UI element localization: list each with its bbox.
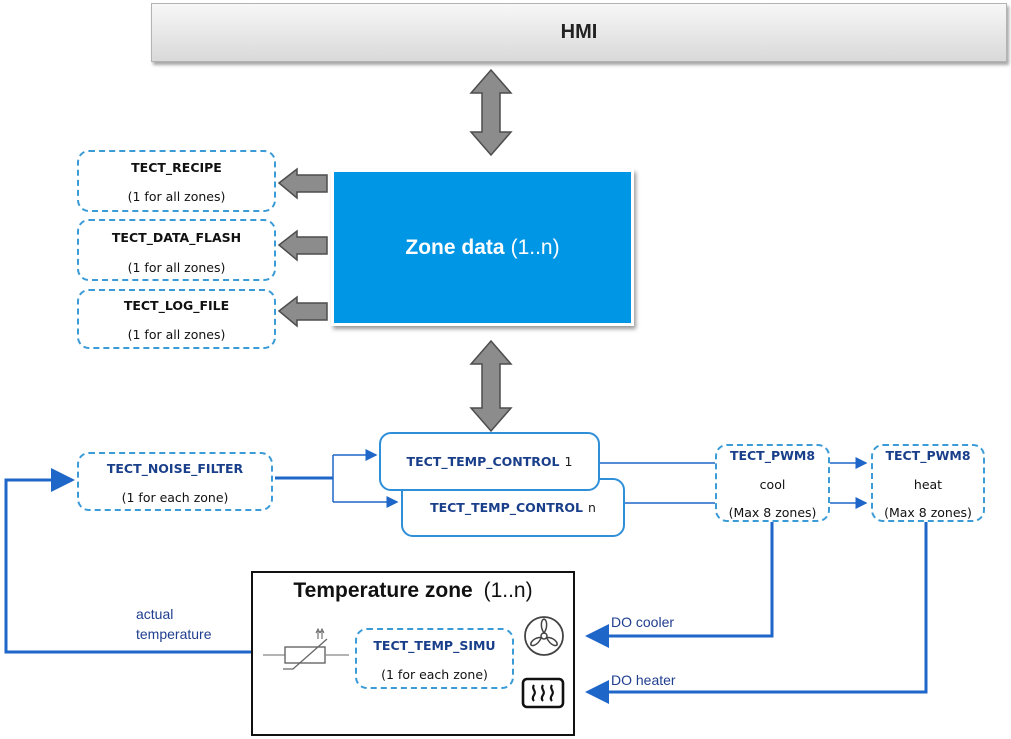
zone-data-control-double-arrow	[469, 339, 513, 433]
temp-control-1-index: 1	[564, 454, 573, 469]
arrow-to-data-flash	[277, 229, 328, 262]
pwm-cool-name: TECT_PWM8	[729, 448, 816, 463]
module-recipe-name: TECT_RECIPE	[131, 160, 222, 175]
pwm-heat-mode: heat	[913, 477, 943, 492]
module-temp-simu: TECT_TEMP_SIMU (1 for each zone)	[355, 628, 514, 689]
actual-temperature-label: actual temperature	[136, 604, 211, 644]
do-cooler-line	[585, 522, 774, 648]
zone-data-title: Zone data	[405, 235, 505, 259]
hmi-label: HMI	[560, 21, 598, 43]
arrow-to-log-file	[277, 295, 328, 328]
temp-control-1-name: TECT_TEMP_CONTROL	[406, 454, 560, 469]
heater-icon	[521, 677, 565, 709]
module-log-file: TECT_LOG_FILE (1 for all zones)	[77, 289, 276, 349]
zone-data-block: Zone data (1..n)	[331, 169, 634, 326]
module-recipe-scope: (1 for all zones)	[127, 189, 226, 204]
do-heater-label: DO heater	[611, 672, 676, 688]
module-log-file-name: TECT_LOG_FILE	[123, 298, 230, 313]
temp-control-1-box: TECT_TEMP_CONTROL 1	[379, 432, 600, 491]
module-data-flash-scope: (1 for all zones)	[127, 260, 226, 275]
filter-to-control-lines	[275, 449, 399, 508]
fan-icon	[524, 616, 564, 656]
module-pwm-heat: TECT_PWM8 heat (Max 8 zones)	[871, 444, 985, 522]
zone-data-range: (1..n)	[510, 235, 560, 259]
actual-temperature-line1: actual	[136, 606, 174, 622]
temperature-zone-title: Temperature zone (1..n)	[253, 579, 573, 603]
temperature-zone-range: (1..n)	[483, 579, 533, 602]
temp-control-n-name: TECT_TEMP_CONTROL	[430, 500, 583, 515]
hmi-bar: HMI	[151, 3, 1007, 62]
module-pwm-cool: TECT_PWM8 cool (Max 8 zones)	[715, 444, 830, 522]
module-recipe: TECT_RECIPE (1 for all zones)	[77, 150, 276, 212]
pwm-cool-mode: cool	[759, 477, 786, 492]
module-log-file-scope: (1 for all zones)	[127, 327, 226, 342]
actual-temperature-line	[4, 468, 251, 654]
thermistor-icon	[263, 627, 349, 670]
arrow-to-recipe	[277, 167, 328, 200]
noise-filter-name: TECT_NOISE_FILTER	[106, 461, 244, 476]
do-cooler-label: DO cooler	[611, 614, 675, 630]
pwm-heat-name: TECT_PWM8	[885, 448, 971, 463]
module-data-flash-name: TECT_DATA_FLASH	[111, 230, 242, 245]
actual-temperature-line2: temperature	[136, 626, 212, 642]
temp-simu-scope: (1 for each zone)	[381, 667, 488, 682]
temp-simu-name: TECT_TEMP_SIMU	[373, 638, 496, 653]
do-heater-line	[585, 522, 928, 704]
temperature-zone-title-bold: Temperature zone	[293, 579, 473, 602]
hmi-zone-data-double-arrow	[469, 68, 513, 157]
control-to-pwm-lines	[600, 457, 868, 509]
module-data-flash: TECT_DATA_FLASH (1 for all zones)	[77, 219, 276, 281]
temp-control-n-index: n	[588, 500, 596, 515]
module-noise-filter: TECT_NOISE_FILTER (1 for each zone)	[77, 452, 273, 511]
pwm-heat-scope: (Max 8 zones)	[884, 505, 972, 520]
pwm-cool-scope: (Max 8 zones)	[728, 505, 817, 520]
noise-filter-scope: (1 for each zone)	[121, 490, 229, 505]
